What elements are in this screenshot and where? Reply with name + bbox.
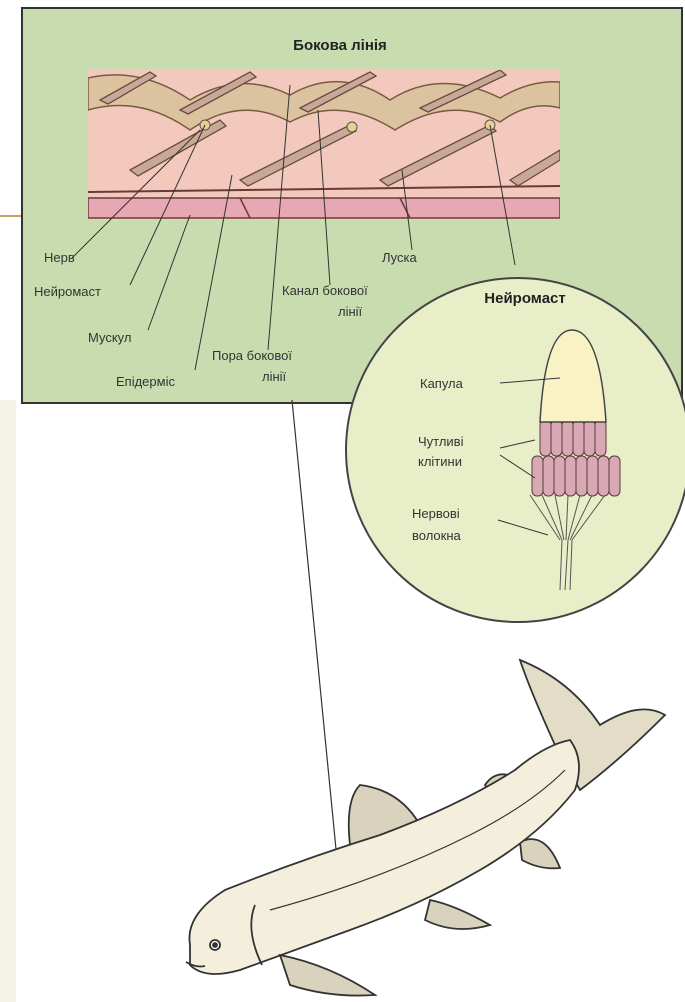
label-epidermis: Епідерміс	[116, 374, 175, 389]
fish-illustration	[186, 660, 665, 996]
label-fibers-line2: волокна	[412, 528, 462, 543]
label-canal-line2: лінії	[338, 304, 363, 319]
label-sensitive-line1: Чутливі	[418, 434, 464, 449]
label-muscle: Мускул	[88, 330, 131, 345]
label-canal-line1: Канал бокової	[282, 283, 368, 298]
label-pore-line2: лінії	[262, 369, 287, 384]
neuromast-detail-title: Нейромаст	[484, 290, 565, 307]
label-neuromast: Нейромаст	[34, 284, 101, 299]
label-scale: Луска	[382, 250, 418, 265]
neuromast-detail-circle	[346, 278, 685, 622]
lateral-line-title: Бокова лінія	[293, 37, 387, 54]
label-sensitive-line2: клітини	[418, 454, 462, 469]
label-pore-line1: Пора бокової	[212, 348, 292, 363]
pointer-to-fish	[292, 400, 340, 890]
label-nerve: Нерв	[44, 250, 75, 265]
label-cupula: Капула	[420, 376, 464, 391]
label-fibers-line1: Нервові	[412, 506, 460, 521]
